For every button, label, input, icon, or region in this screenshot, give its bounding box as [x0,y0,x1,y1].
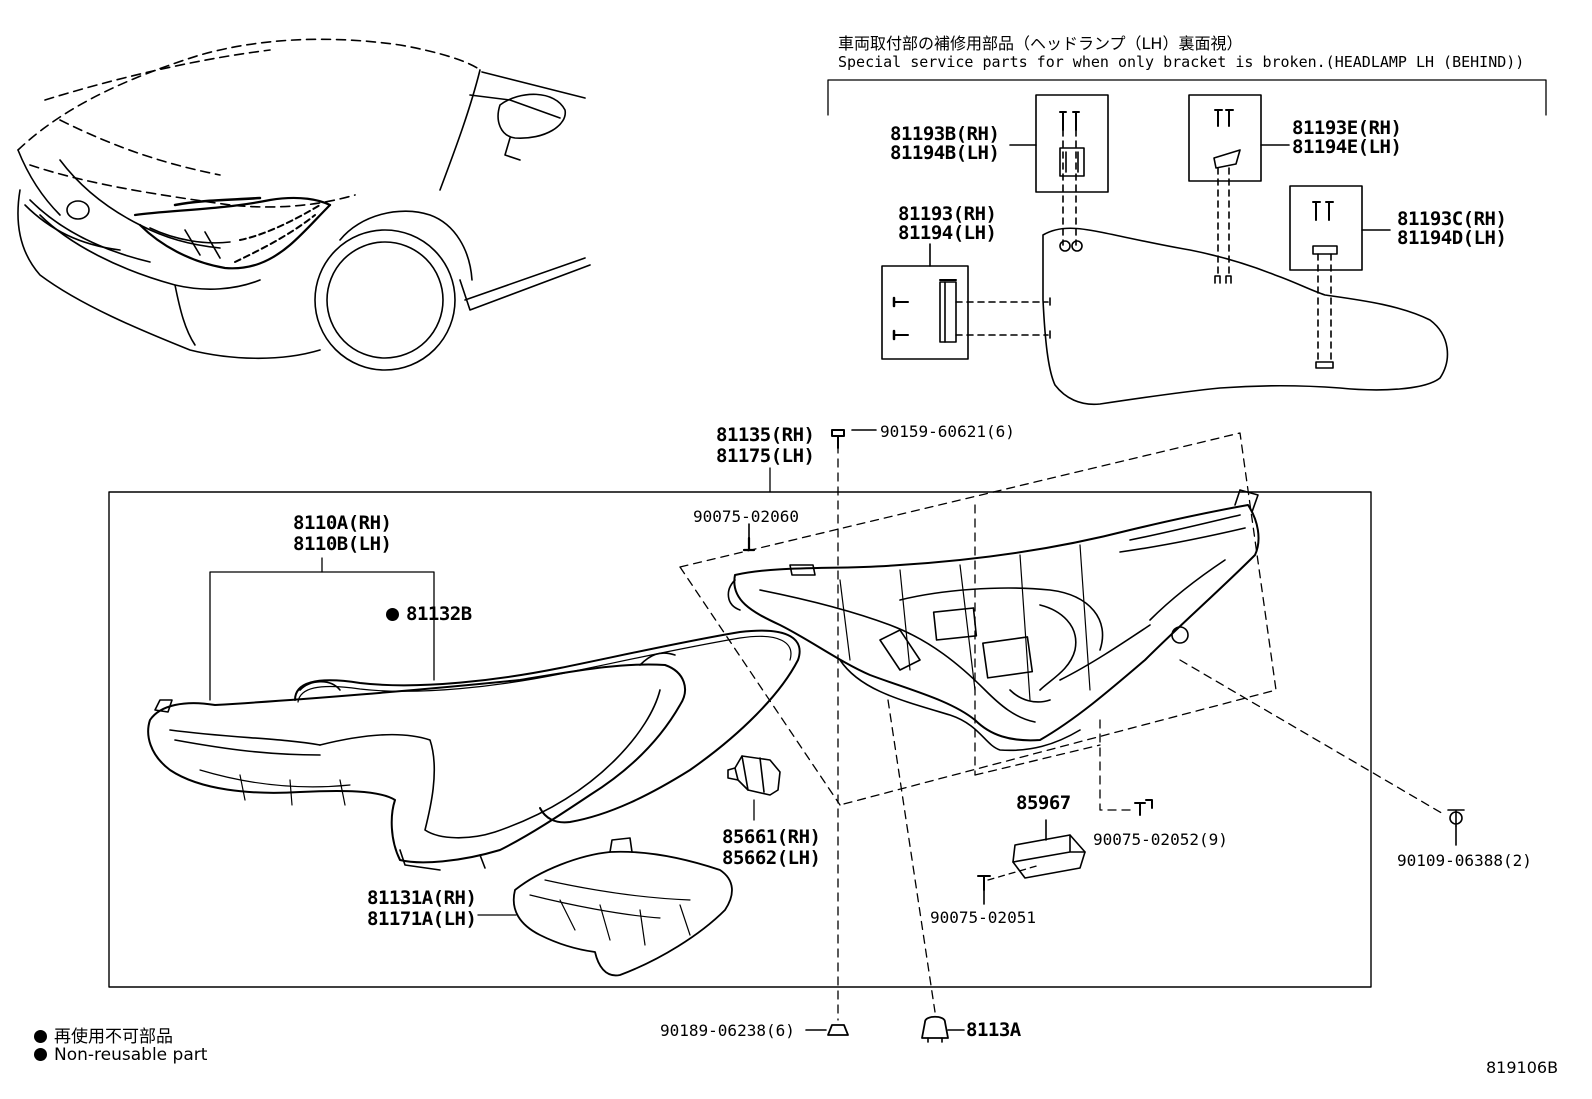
bracket-85661 [727,755,781,796]
label-81194-lh: 81194(LH) [898,222,997,244]
legend-en: Non-reusable part [34,1045,207,1065]
non-reusable-dot-icon [34,1048,47,1061]
label-81132B: 81132B [386,604,472,625]
non-reusable-dot-icon [386,608,399,621]
label-81193B-rh: 81193B(RH) [890,123,1000,145]
legend-jp: 再使用不可部品 [34,1022,173,1047]
label-81194E-lh: 81194E(LH) [1292,136,1402,158]
label-90075-02052: 90075-02052(9) [1093,830,1228,849]
headlamp-lens [147,652,686,871]
car-front-illustration [17,38,591,371]
label-90109-06388: 90109-06388(2) [1397,851,1532,870]
headlamp-housing [727,489,1260,752]
label-81193E-rh: 81193E(RH) [1292,117,1402,139]
header-jp: 車両取付部の補修用部品（ヘッドランプ（LH）裏面視） [838,34,1243,53]
label-81131A-rh: 81131A(RH) [367,887,477,909]
assembly-frame [108,491,1372,988]
label-85662-lh: 85662(LH) [722,847,821,869]
label-85661-rh: 85661(RH) [722,826,821,848]
figure-code: 819106B [1486,1058,1559,1077]
label-81193C-rh: 81193C(RH) [1397,208,1507,230]
label-90189-06238: 90189-06238(6) [660,1021,795,1040]
module-85967 [1012,819,1086,879]
label-81135-rh: 81135(RH) [716,424,815,446]
label-81175-lh: 81175(LH) [716,445,815,467]
label-81171A-lh: 81171A(LH) [367,908,477,930]
header-en: Special service parts for when only brac… [838,53,1525,71]
label-90075-02051: 90075-02051 [930,908,1036,927]
non-reusable-dot-icon [34,1030,47,1043]
label-8113A: 8113A [966,1019,1021,1041]
label-8110A-rh: 8110A(RH) [293,512,392,534]
label-81193-rh: 81193(RH) [898,203,997,225]
label-8110B-lh: 8110B(LH) [293,533,392,555]
service-parts-bracket-region [827,79,1547,406]
cover-81131A [512,837,733,977]
label-81194D-lh: 81194D(LH) [1397,227,1507,249]
label-85967: 85967 [1016,792,1071,814]
label-90159-60621: 90159-60621(6) [880,422,1015,441]
label-90075-02060: 90075-02060 [693,507,799,526]
label-81194B-lh: 81194B(LH) [890,142,1000,164]
fasteners [742,429,1465,1043]
